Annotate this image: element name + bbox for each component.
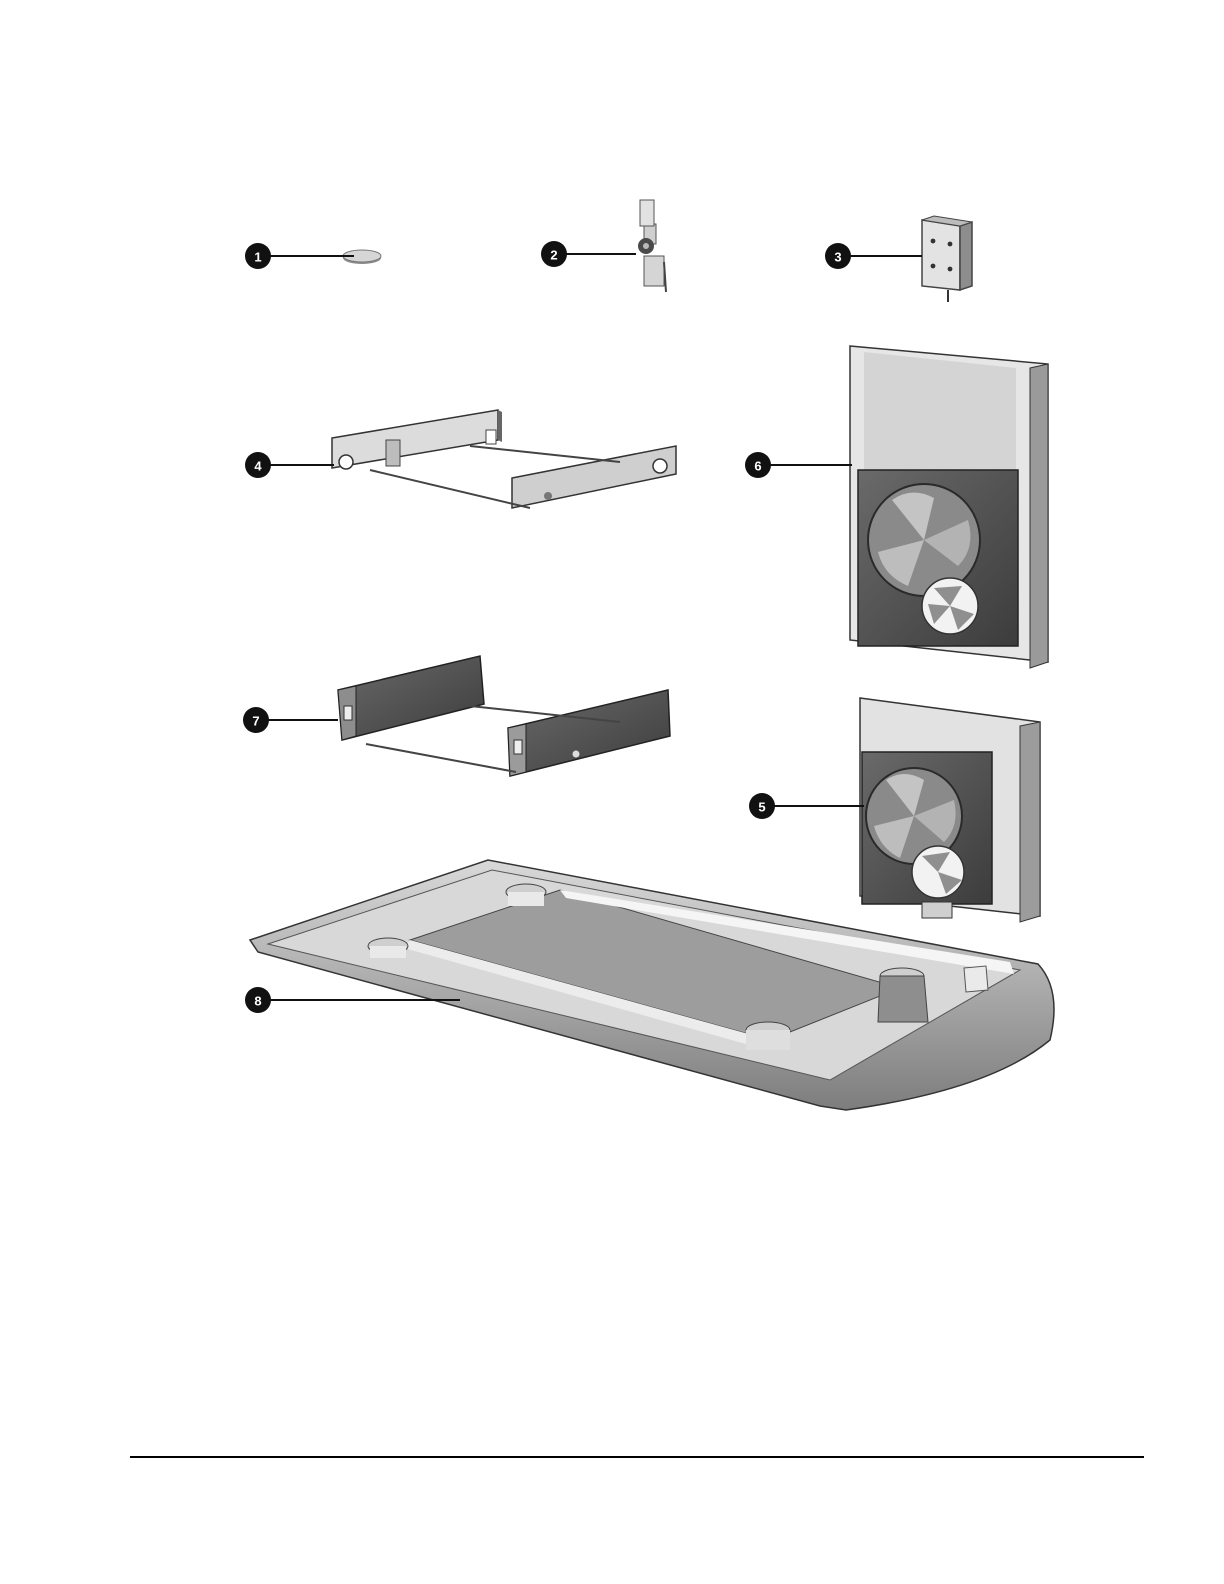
callout-number: 2 [550,248,557,263]
callout-number: 1 [254,250,261,265]
callout-6: 6 [745,452,771,478]
callout-3: 3 [825,243,851,269]
callout-5: 5 [749,793,775,819]
solenoid-lock-icon [922,216,972,302]
small-fan-assembly-icon [860,698,1040,922]
footer-rule [130,1456,1144,1458]
callout-7: 7 [243,707,269,733]
callout-number: 8 [254,994,261,1009]
drive-bracket-icon [332,410,676,508]
callout-1: 1 [245,243,271,269]
callout-number: 7 [252,714,259,729]
drive-cage-icon [338,656,670,776]
switch-bracket-icon [638,200,666,292]
callout-number: 5 [758,800,765,815]
callout-number: 6 [754,459,761,474]
callout-2: 2 [541,241,567,267]
callout-number: 4 [254,459,262,474]
large-fan-assembly-icon [850,346,1048,668]
callout-8: 8 [245,987,271,1013]
callout-4: 4 [245,452,271,478]
callout-number: 3 [834,250,841,265]
